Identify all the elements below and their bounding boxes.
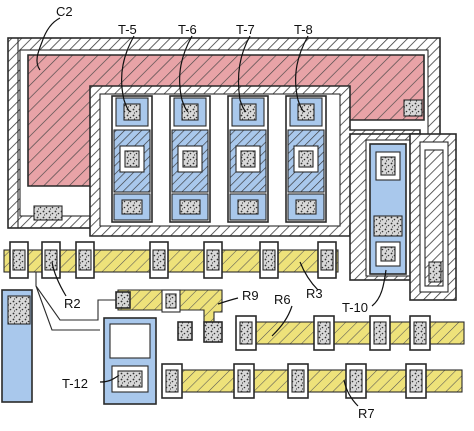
label-r2: R2	[64, 296, 81, 311]
label-r7: R7	[358, 406, 375, 421]
label-t12: T-12	[62, 376, 88, 391]
label-t7: T-7	[236, 22, 255, 37]
wire-outline	[35, 272, 120, 331]
label-t10: T-10	[342, 300, 368, 315]
resistor-r7	[161, 363, 463, 399]
transistor-t7	[227, 95, 269, 223]
label-t6: T-6	[178, 22, 197, 37]
transistor-t10	[349, 133, 421, 281]
leader-lines	[36, 17, 387, 407]
label-r3: R3	[306, 286, 323, 301]
label-t5: T-5	[118, 22, 137, 37]
label-c2: C2	[56, 4, 73, 19]
label-t8: T-8	[294, 22, 313, 37]
resistor-r9	[115, 289, 223, 343]
contact-column-right	[409, 133, 457, 301]
transistor-t6	[169, 95, 211, 223]
transistor-t8	[285, 95, 327, 223]
label-r6: R6	[274, 292, 291, 307]
transistor-t5	[111, 95, 153, 223]
label-r9: R9	[242, 288, 259, 303]
resistor-r2-r3-strip	[3, 241, 339, 279]
transistor-t12	[103, 317, 157, 405]
left-transistor-block	[1, 289, 33, 403]
resistor-r6	[235, 315, 465, 351]
